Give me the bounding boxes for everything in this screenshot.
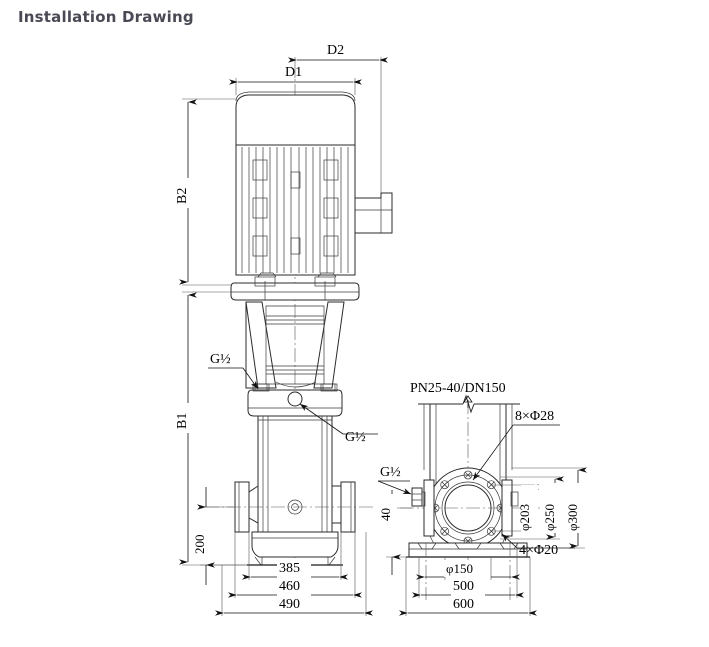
dimension-phi203: φ203 bbox=[491, 484, 539, 533]
dimension-phi150: φ150 bbox=[416, 557, 520, 580]
label-flange-spec-text: PN25-40/DN150 bbox=[410, 381, 506, 396]
end-view-base-plate bbox=[406, 542, 530, 600]
callout-vent-lower-label: G½ bbox=[345, 430, 366, 445]
dimension-490-label: 490 bbox=[279, 597, 300, 612]
dimension-490: 490 bbox=[215, 532, 373, 616]
dimension-phi300: φ300 bbox=[512, 467, 587, 549]
motor-body bbox=[235, 144, 356, 276]
dimension-385-label: 385 bbox=[279, 561, 300, 576]
callout-vent-upper-label: G½ bbox=[210, 352, 231, 367]
motor-mount-flange bbox=[230, 272, 360, 301]
dimension-phi250-label: φ250 bbox=[542, 504, 557, 531]
dimension-200-label: 200 bbox=[192, 535, 207, 555]
pump-base-plate bbox=[247, 531, 343, 566]
dimension-d2: D2 bbox=[288, 40, 388, 193]
dimension-500: 500 bbox=[412, 543, 524, 598]
riser-pipe bbox=[423, 404, 513, 484]
dimension-phi150-label: φ150 bbox=[446, 561, 473, 576]
callout-vent-end-view-label: G½ bbox=[380, 465, 401, 480]
pump-head-flange bbox=[247, 383, 343, 417]
dimension-phi250: φ250 bbox=[500, 476, 564, 540]
callout-vent-lower: G½ bbox=[299, 403, 378, 445]
callout-8xphi28: 8×Φ28 bbox=[472, 409, 560, 481]
coupling-lantern-housing bbox=[245, 301, 345, 389]
dimension-d1-label: D1 bbox=[285, 65, 302, 80]
flange-end-view: PN25-40/DN150 8×Φ28 4×Φ20 G½ bbox=[377, 381, 587, 616]
dimension-40-label: 40 bbox=[378, 508, 393, 521]
dimension-600: 600 bbox=[399, 557, 537, 616]
dimension-460-label: 460 bbox=[279, 579, 300, 594]
dimension-40: 40 bbox=[378, 490, 412, 575]
callout-vent-upper: G½ bbox=[208, 352, 259, 390]
dimension-200: 200 bbox=[192, 487, 247, 585]
dimension-500-label: 500 bbox=[453, 579, 474, 594]
dimension-600-label: 600 bbox=[453, 597, 474, 612]
dimension-phi203-label: φ203 bbox=[517, 504, 532, 531]
dimension-b1-label: B1 bbox=[175, 413, 190, 429]
callout-vent-end-view: G½ bbox=[377, 465, 412, 495]
dimension-460: 460 bbox=[228, 532, 362, 598]
page-title: Installation Drawing bbox=[18, 8, 194, 26]
callout-8xphi28-label: 8×Φ28 bbox=[515, 409, 554, 424]
dimension-phi300-label: φ300 bbox=[565, 504, 580, 531]
dimension-b2: B2 bbox=[175, 98, 236, 286]
break-line bbox=[418, 394, 520, 414]
motor-fan-cover bbox=[235, 91, 356, 146]
dimension-b2-label: B2 bbox=[175, 188, 190, 204]
vent-port-boss bbox=[411, 487, 423, 507]
pump-stage-barrel bbox=[257, 415, 333, 533]
front-elevation-view: G½ G½ D1 D2 bbox=[175, 40, 393, 616]
dimension-d1: D1 bbox=[229, 62, 362, 95]
label-flange-spec: PN25-40/DN150 bbox=[410, 381, 506, 408]
terminal-box bbox=[354, 192, 393, 234]
dimension-d2-label: D2 bbox=[327, 43, 344, 58]
suction-discharge-flanges bbox=[205, 481, 375, 533]
callout-4xphi20-label: 4×Φ20 bbox=[519, 543, 558, 558]
